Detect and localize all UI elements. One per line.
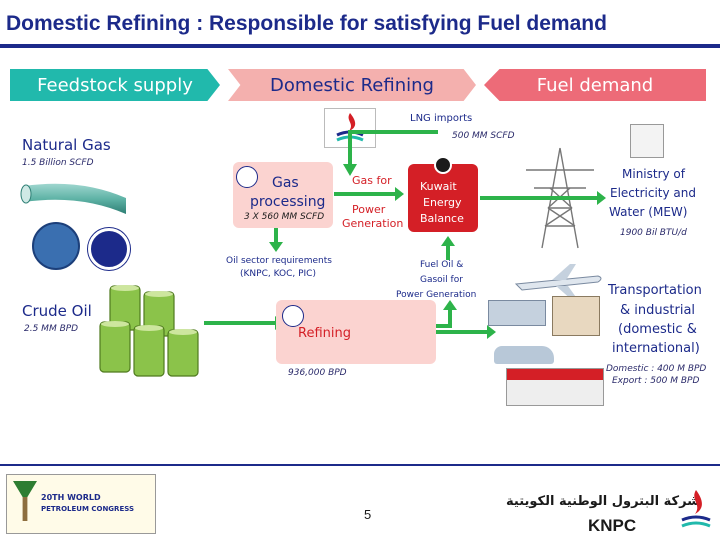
ribbon-domestic-refining: Domestic Refining [228,69,476,101]
lng-value: 500 MM SCFD [452,131,515,141]
knpc-footer-logo-icon [681,490,711,528]
mew-logo-icon [630,124,664,158]
knpc-mini-logo-2-icon [282,305,304,327]
wpc-line-2: PETROLEUM CONGRESS [41,505,134,513]
wpc-line-1: 20TH WORLD [41,493,101,502]
transport-line-1: Transportation [608,283,702,298]
mew-line-2: Electricity and [610,186,696,200]
gas-for-power-2: Power [352,203,386,216]
crude-to-refining-arrow [204,316,284,330]
transport-line-4: international) [612,341,700,356]
koc-logo-icon [88,228,130,270]
gas-station-icon [506,368,604,406]
knpc-mini-logo-icon [236,166,258,188]
oil-barrels-icon [99,285,199,377]
oil-sector-1: Oil sector requirements [226,256,332,266]
kuwait-balance-3: Balance [420,212,464,225]
kuwait-to-mew-arrow [480,191,606,205]
transport-domestic: Domestic : 400 M BPD [606,364,707,374]
ribbon-feedstock: Feedstock supply [10,69,220,101]
title-underline [0,44,720,48]
wpc-logo-box: 20TH WORLD PETROLEUM CONGRESS [6,474,156,534]
lng-label: LNG imports [410,113,473,124]
crude-oil-value: 2.5 MM BPD [24,324,79,334]
ribbon-fuel-demand: Fuel demand [484,69,706,101]
refining-to-transport-arrow [436,325,496,339]
truck-icon [488,300,546,326]
gas-pipeline-icon [20,183,126,214]
refining-label: Refining [298,326,351,341]
gas-for-power-3: Generation [342,217,404,230]
factory-icon [552,296,600,336]
kuwait-balance-2: Energy [423,196,462,209]
fuel-oil-3: Power Generation [396,290,477,300]
palm-tree-icon [13,481,37,521]
page-number: 5 [364,507,372,522]
kuwait-energy-balance-box [408,164,478,232]
gas-for-power-1: Gas for [352,174,392,187]
refining-value: 936,000 BPD [288,368,347,378]
kuwait-flag-icon [434,156,452,174]
knpc-arabic-name: شركة البترول الوطنية الكويتية [506,494,700,509]
fuel-oil-2: Gasoil for [420,275,463,285]
oil-sector-arrow [269,228,283,252]
natural-gas-value: 1.5 Billion SCFD [22,158,94,168]
fuel-oil-1: Fuel Oil & [420,260,464,270]
oil-sector-2: (KNPC, KOC, PIC) [240,269,316,279]
transport-line-3: (domestic & [618,322,697,337]
mew-value: 1900 Bil BTU/d [620,228,687,238]
gas-processing-label-1: Gas [272,175,299,191]
transport-line-2: & industrial [620,303,696,318]
kuwait-balance-1: Kuwait [420,180,457,193]
gas-to-kuwait-arrow [334,187,404,201]
footer-divider [0,464,720,466]
car-icon [494,346,554,364]
gas-processing-value: 3 X 560 MM SCFD [244,212,325,222]
page-title: Domestic Refining : Responsible for sati… [6,12,607,35]
fuel-oil-arrow [441,236,455,260]
lng-arrow [343,130,438,176]
mew-line-1: Ministry of [622,167,685,181]
transport-export: Export : 500 M BPD [612,376,700,386]
crude-oil-label: Crude Oil [22,302,92,320]
gas-processing-label-2: processing [250,194,326,210]
knpc-latin-name: KNPC [588,516,637,535]
mew-line-3: Water (MEW) [609,205,688,219]
koc-seal-icon [32,222,80,270]
natural-gas-label: Natural Gas [22,136,111,154]
